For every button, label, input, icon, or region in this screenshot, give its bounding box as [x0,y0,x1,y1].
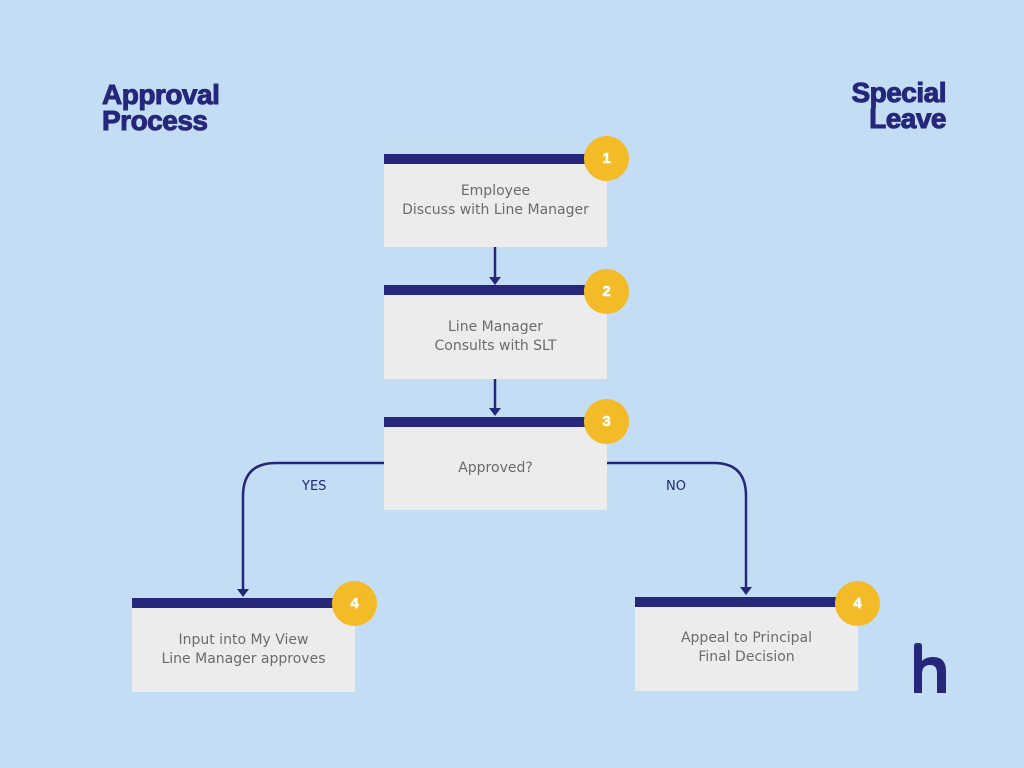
step-header-bar [384,154,607,164]
title-line: Approval [101,79,220,110]
h-logo-icon [914,643,946,693]
step-header-bar [384,417,607,427]
step-text-line: Line Manager [448,319,543,335]
step-text-line: Final Decision [698,649,795,665]
step-text: Employee Discuss with Line Manager [384,182,607,220]
step-text-line: Consults with SLT [434,338,557,354]
step-text-line: Input into My View [178,632,309,648]
step-box-appeal-principal: Appeal to Principal Final Decision [635,597,858,691]
connector-no [607,461,748,588]
step-header-bar [635,597,858,607]
step-box-input-my-view: Input into My View Line Manager approves [132,598,355,692]
step-number-badge: 3 [584,399,629,444]
step-text-line: Appeal to Principal [680,630,813,646]
step-text: Approved? [384,459,607,478]
step-box-employee-discuss: Employee Discuss with Line Manager [384,154,607,247]
arrowhead-icon [489,408,501,416]
connector-yes [241,461,384,590]
step-number-badge: 4 [332,581,377,626]
arrowhead-icon [489,277,501,285]
branch-label-yes: YES [302,479,327,494]
step-number-badge: 2 [584,269,629,314]
branch-label-no: NO [666,479,686,494]
step-header-bar [384,285,607,295]
step-text: Input into My View Line Manager approves [132,631,355,669]
step-number-badge: 1 [584,136,629,181]
step-text: Appeal to Principal Final Decision [635,629,858,667]
step-text-line: Line Manager approves [161,651,326,667]
step-number-badge: 4 [835,581,880,626]
step-text-line: Approved? [458,460,533,476]
title-line: Special [851,77,947,108]
step-text-line: Employee [460,183,531,199]
arrowhead-icon [740,587,752,595]
title-line: Process [101,105,208,136]
step-text-line: Discuss with Line Manager [402,202,589,218]
step-text: Line Manager Consults with SLT [384,318,607,356]
title-line: Leave [869,103,947,134]
arrowhead-icon [237,589,249,597]
title-special-leave: Special Leave [851,77,947,134]
title-approval-process: Approval Process [101,79,220,136]
step-box-approved-decision: Approved? [384,417,607,510]
step-box-line-manager-consults: Line Manager Consults with SLT [384,285,607,379]
step-header-bar [132,598,355,608]
